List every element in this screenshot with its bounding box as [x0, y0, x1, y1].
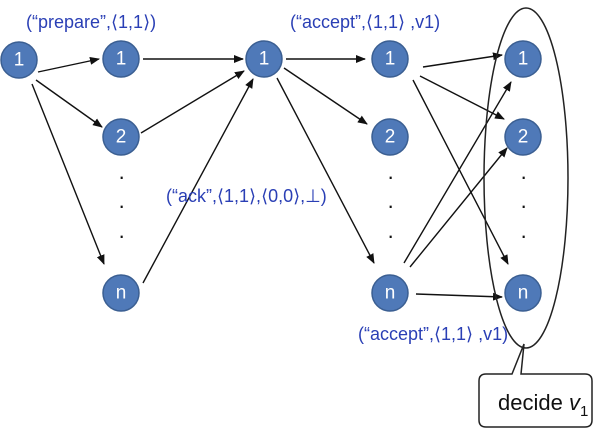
node-col1-1[interactable]: 1: [102, 40, 140, 78]
node-col1-2[interactable]: 2: [102, 118, 140, 156]
ellipsis-dot: ·: [387, 164, 394, 189]
ellipsis-dot: ·: [118, 164, 125, 189]
node-col2-1[interactable]: 1: [245, 40, 283, 78]
ellipsis-dot: ·: [520, 223, 527, 248]
node-label: n: [116, 283, 127, 304]
ellipsis-col1: · · ·: [118, 164, 125, 248]
edge-ack-2: [140, 70, 245, 134]
node-col1-n[interactable]: n: [102, 274, 140, 312]
node-col3-1[interactable]: 1: [371, 40, 409, 78]
node-label: 2: [385, 127, 396, 148]
edge-decide-n-1: [403, 81, 512, 264]
node-label: 2: [116, 127, 127, 148]
ellipsis-col3: · · ·: [387, 164, 394, 248]
edge-decide-1-2: [419, 75, 505, 120]
ellipsis-col4: · · ·: [520, 164, 527, 248]
edge-accept-n: [276, 77, 375, 264]
node-col4-2[interactable]: 2: [504, 118, 542, 156]
decision-group-ellipse: [483, 7, 569, 349]
edge-decide-1-n: [412, 79, 509, 265]
node-col3-n[interactable]: n: [371, 274, 409, 312]
ack-message-label: (“ack”,⟨1,1⟩,⟨0,0⟩,⊥): [166, 186, 327, 206]
edge-decide-n-2: [409, 147, 508, 268]
edge-prepare-n: [31, 83, 105, 265]
decide-callout-box: [478, 343, 593, 428]
edge-decide-n-n: [415, 292, 503, 301]
node-label: 1: [116, 49, 127, 70]
node-label: 1: [385, 49, 396, 70]
ellipsis-dot: ·: [520, 164, 527, 189]
node-label: n: [385, 283, 396, 304]
node-label: 2: [518, 127, 529, 148]
ellipsis-dot: ·: [118, 223, 125, 248]
prepare-message-label: (“prepare”,⟨1,1⟩): [26, 12, 156, 32]
edge-decide-1-1: [422, 52, 503, 68]
edges: [31, 52, 512, 301]
accept-message-label-bottom: (“accept”,⟨1,1⟩ ,v1): [358, 324, 508, 344]
edge-ack-n: [142, 78, 254, 284]
node-col3-2[interactable]: 2: [371, 118, 409, 156]
node-label: 1: [259, 49, 270, 70]
edge-accept-2: [283, 67, 368, 125]
ellipsis-dot: ·: [387, 223, 394, 248]
accept-message-label-top: (“accept”,⟨1,1⟩ ,v1): [290, 12, 440, 32]
decide-callout: decide v1: [478, 343, 593, 428]
ellipsis-dot: ·: [118, 193, 125, 218]
decide-callout-text: decide v1: [498, 390, 588, 420]
ellipsis-dot: ·: [520, 193, 527, 218]
edge-prepare-1: [37, 56, 100, 73]
node-col4-n[interactable]: n: [504, 274, 542, 312]
node-label: n: [518, 283, 529, 304]
edge-prepare-2: [35, 79, 103, 128]
node-col4-1[interactable]: 1: [504, 40, 542, 78]
ellipsis-dot: ·: [387, 193, 394, 218]
node-label: 1: [518, 49, 529, 70]
node-col0-1[interactable]: 1: [0, 41, 38, 79]
node-label: 1: [14, 50, 25, 71]
